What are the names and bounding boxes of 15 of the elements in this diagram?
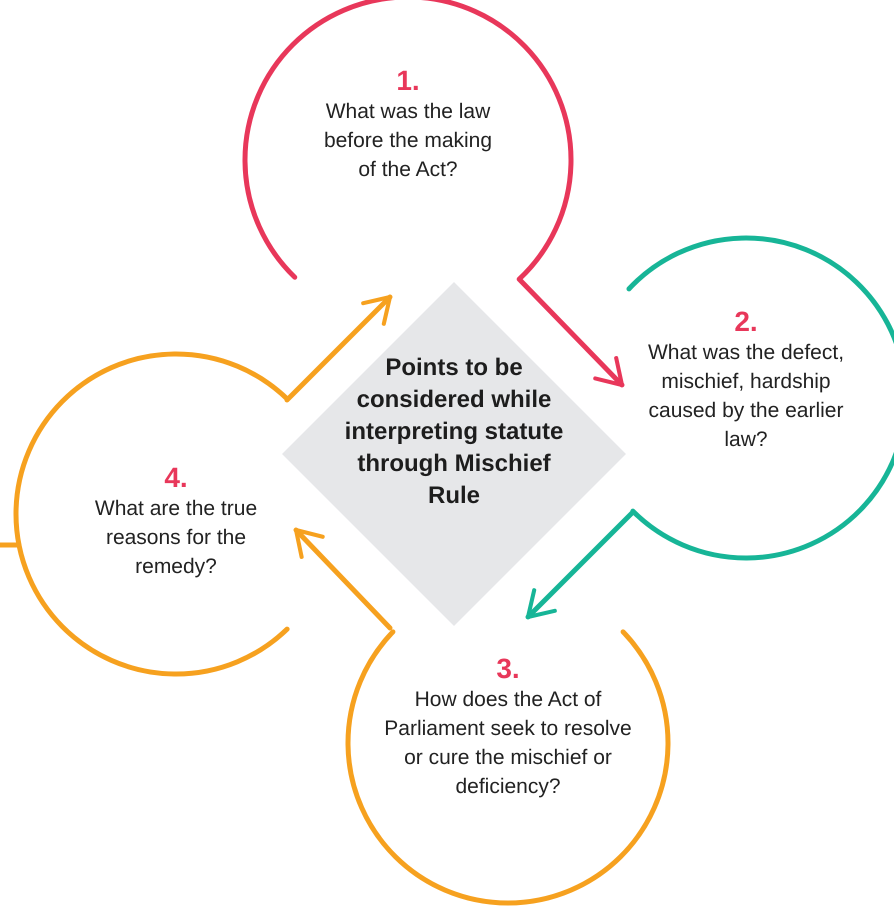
step-number: 4. — [164, 462, 188, 494]
arrow — [284, 294, 392, 402]
connector-line — [0, 542, 22, 548]
topic-diamond — [282, 282, 626, 626]
arrow — [294, 528, 392, 630]
step-number: 1. — [396, 65, 420, 97]
step-question: How does the Act of Parliament seek to resolve or cure the mischief or deficiency? — [383, 687, 633, 800]
arrow — [518, 278, 624, 388]
step-question: What was the defect, mischief, hardship caused by the earlier law? — [646, 340, 846, 453]
topic-text: Points to be considered while interpreting statute through Mischief Rule — [344, 354, 564, 509]
step-question: What was the law before the making of the Act? — [322, 99, 494, 183]
step-number: 3. — [496, 653, 520, 685]
arrow — [526, 510, 634, 620]
step-number: 2. — [734, 306, 758, 338]
step-question: What are the true reasons for the remedy? — [94, 496, 258, 580]
